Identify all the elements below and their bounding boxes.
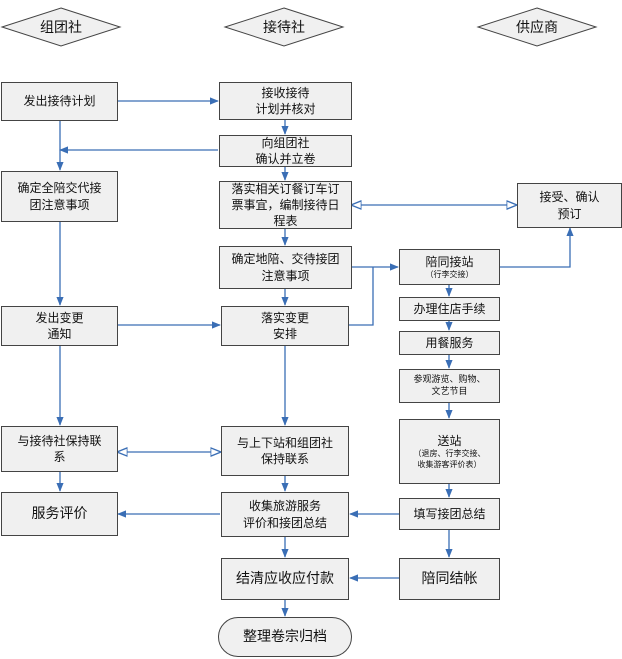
node-pickup-label: 陪同接站 (425, 254, 474, 269)
lane-title-organizer: 组团社 (40, 20, 82, 36)
lane-diamond-shape (476, 7, 598, 47)
node-pickup-sub: （行李交接） (425, 269, 474, 279)
arrow (500, 227, 574, 268)
node-keep-contact-mid: 与上下站和组团社 保持联系 (221, 426, 349, 476)
lane-title-receiving-agency: 接待社 (263, 20, 305, 36)
node-confirm-guide: 确定全陪交代接 团注意事项 (1, 171, 118, 222)
node-sightseeing: 参观游览、购物、 文艺节目 (399, 369, 500, 403)
node-checkin: 办理住店手续 (399, 297, 500, 321)
node-guide-checkout: 陪同结帐 (399, 558, 500, 600)
node-dropoff: 送站（退房、行李交接、 收集游客评价表） (399, 419, 500, 484)
node-service-review: 服务评价 (1, 492, 118, 536)
lane-diamond-shape (0, 7, 122, 47)
node-pickup: 陪同接站（行李交接） (399, 249, 500, 285)
arrow (349, 267, 374, 326)
node-dining: 用餐服务 (399, 331, 500, 355)
node-issue-plan: 发出接待计划 (1, 82, 118, 121)
node-settle-accounts: 结清应收应付款 (221, 558, 349, 600)
node-local-guide: 确定地陪、交待接团 注意事项 (219, 246, 352, 289)
node-tour-summary: 填写接团总结 (399, 498, 500, 530)
node-accept-booking: 接受、确认 预订 (517, 183, 622, 228)
node-issue-change: 发出变更 通知 (1, 306, 118, 346)
lane-title-supplier: 供应商 (516, 20, 558, 36)
node-collect-review: 收集旅游服务 评价和接团总结 (221, 492, 349, 537)
lane-diamond-shape (223, 7, 345, 47)
node-confirm-file: 向组团社 确认并立卷 (219, 135, 352, 167)
node-arrange-booking: 落实相关订餐订车订 票事宜，编制接待日 程表 (219, 181, 352, 229)
node-receive-plan: 接收接待 计划并核对 (219, 82, 352, 120)
node-dropoff-label: 送站 (437, 434, 462, 449)
node-implement-change: 落实变更 安排 (221, 306, 349, 346)
node-archive: 整理卷宗归档 (218, 617, 352, 657)
node-keep-contact-left: 与接待社保持联 系 (1, 426, 118, 472)
node-dropoff-sub: （退房、行李交接、 收集游客评价表） (413, 449, 486, 469)
